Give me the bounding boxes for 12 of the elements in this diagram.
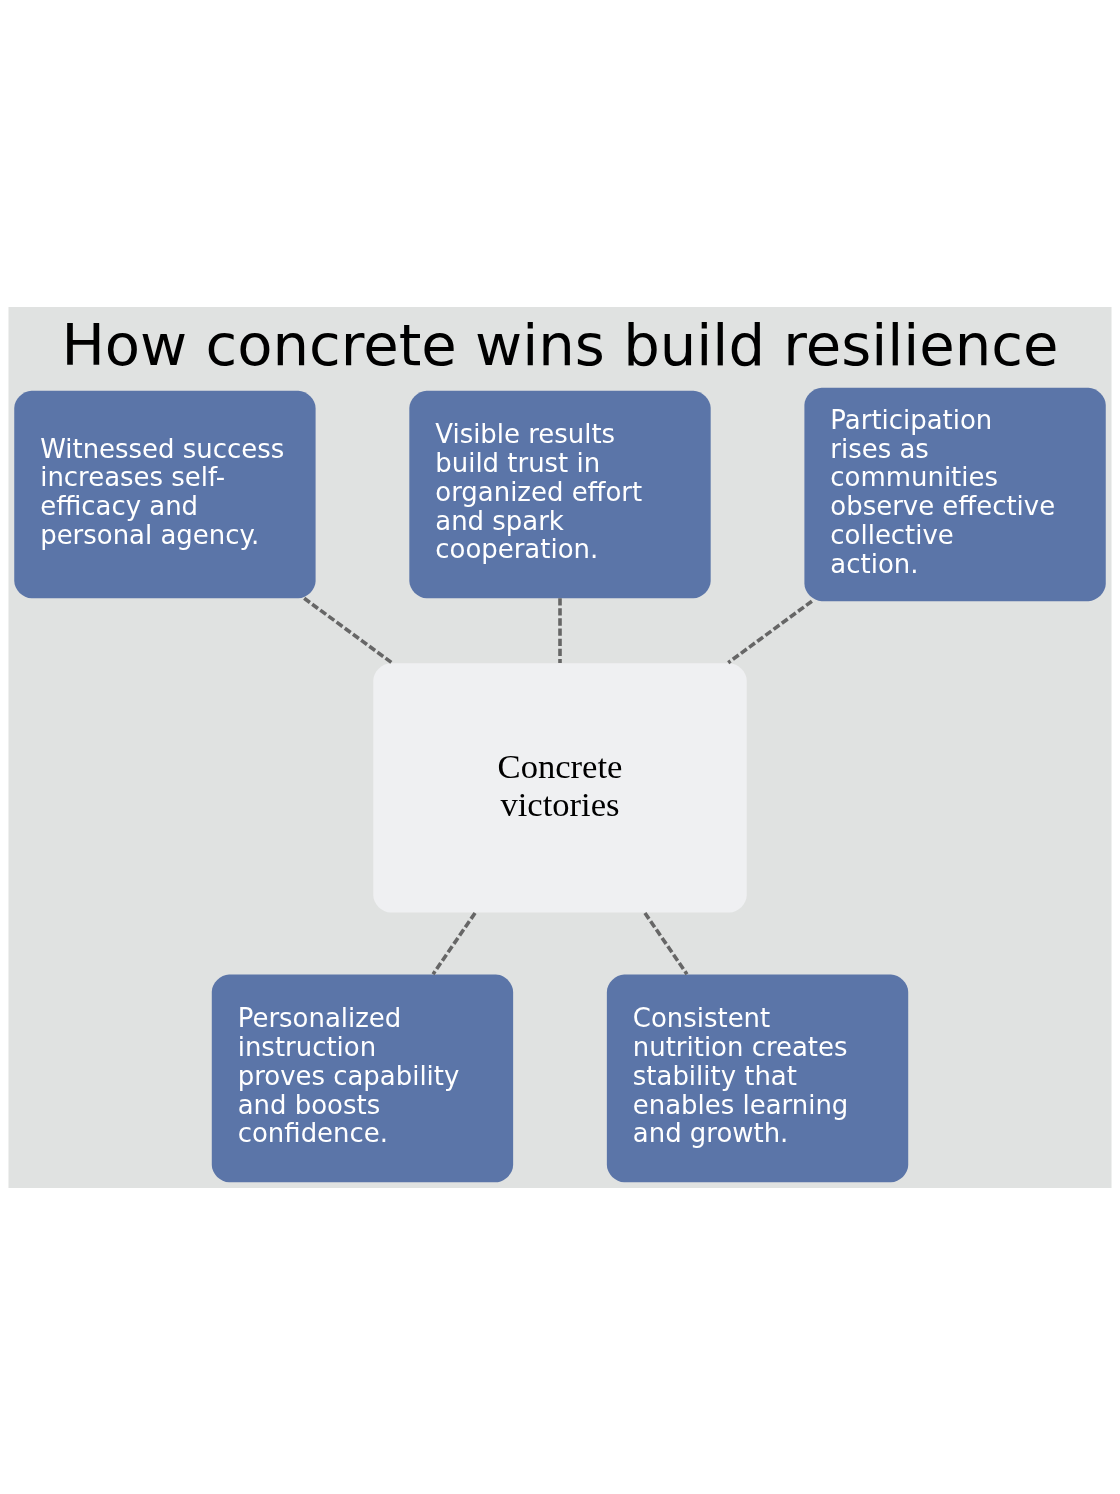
connector — [431, 911, 477, 975]
node-box: Witnessed success increases self-efficacy and personal agency. — [14, 390, 316, 598]
connector — [558, 597, 562, 663]
connector — [643, 911, 689, 975]
connector — [303, 596, 394, 664]
connector — [727, 599, 813, 664]
node-box: Concrete victories — [373, 662, 747, 913]
node-box: Visible results build trust in organized effort and spark cooperation. — [409, 390, 711, 598]
node-box: Personalized instruction proves capability and boosts confidence. — [211, 974, 514, 1182]
diagram-title: How concrete wins build resilience — [61, 310, 1059, 379]
node-box: Participation rises as communities observe effective collective action. — [804, 387, 1106, 601]
node-box: Consistent nutrition creates stability that enables learning and growth. — [606, 974, 909, 1182]
